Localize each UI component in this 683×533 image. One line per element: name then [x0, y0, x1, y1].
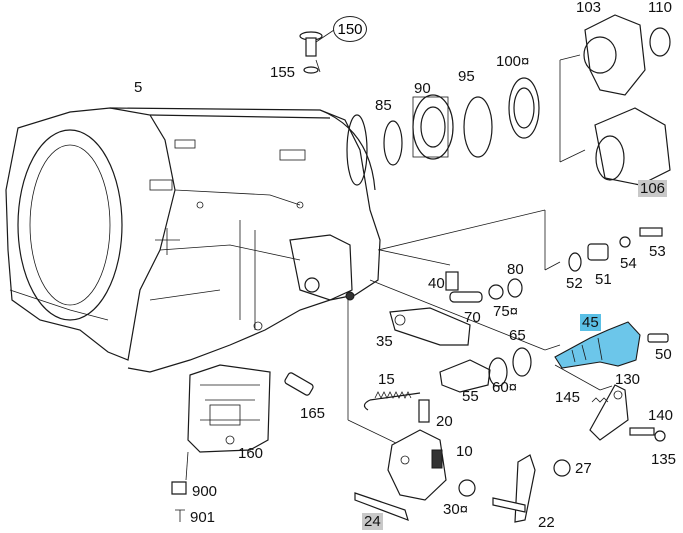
sensor-45 [554, 321, 641, 369]
label-45: 45 [580, 314, 601, 331]
label-60: 60¤ [492, 379, 518, 396]
label-103: 103 [576, 0, 602, 16]
parts-900-901 [171, 451, 189, 522]
transmission-housing [5, 107, 381, 373]
label-20: 20 [436, 413, 453, 430]
label-150-text: 150 [337, 20, 363, 38]
label-130: 130 [615, 371, 641, 388]
bolt-165 [284, 372, 314, 396]
part-10 [387, 429, 447, 501]
parts-55-65 [439, 347, 532, 393]
label-90: 90 [414, 80, 431, 97]
label-51: 51 [595, 271, 612, 288]
label-85: 85 [375, 97, 392, 114]
label-70: 70 [464, 309, 481, 326]
label-30: 30¤ [443, 501, 469, 518]
label-150: 150 [333, 16, 367, 42]
flange-103 [583, 14, 671, 186]
label-10: 10 [456, 443, 473, 460]
part-30 [458, 479, 476, 497]
label-145: 145 [555, 389, 581, 406]
label-50: 50 [655, 346, 672, 363]
label-54: 54 [620, 255, 637, 272]
leader-lines [315, 29, 613, 446]
label-155: 155 [270, 64, 296, 81]
lever-22 [492, 454, 536, 523]
label-24: 24 [362, 513, 383, 530]
label-52: 52 [566, 275, 583, 292]
bolt-150 [299, 31, 323, 74]
label-110: 110 [648, 0, 672, 16]
valve-body-160 [187, 364, 271, 453]
parts-130-145 [589, 384, 666, 442]
label-95: 95 [458, 68, 475, 85]
label-55: 55 [462, 388, 479, 405]
label-53: 53 [649, 243, 666, 260]
label-100: 100¤ [496, 53, 530, 70]
label-80: 80 [507, 261, 524, 278]
parts-40-80 [445, 271, 523, 303]
rings-85-100 [383, 77, 540, 166]
label-901: 901 [190, 509, 216, 526]
lever-35 [389, 307, 471, 346]
bolt-50 [647, 333, 669, 343]
part-27 [553, 459, 571, 477]
label-140: 140 [648, 407, 674, 424]
label-900: 900 [192, 483, 218, 500]
bolt-20 [418, 399, 430, 423]
label-35: 35 [376, 333, 393, 350]
label-160: 160 [238, 445, 264, 462]
parts-51-54 [568, 227, 663, 272]
label-65: 65 [509, 327, 526, 344]
label-165: 165 [300, 405, 326, 422]
label-22: 22 [538, 514, 555, 531]
label-40: 40 [428, 275, 445, 292]
label-106: 106 [638, 180, 668, 197]
label-75: 75¤ [493, 303, 519, 320]
label-27: 27 [575, 460, 592, 477]
label-15: 15 [378, 371, 395, 388]
shaft-24 [354, 492, 409, 521]
rod-15 [363, 391, 421, 411]
label-135: 135 [651, 451, 677, 468]
label-5: 5 [134, 79, 143, 96]
